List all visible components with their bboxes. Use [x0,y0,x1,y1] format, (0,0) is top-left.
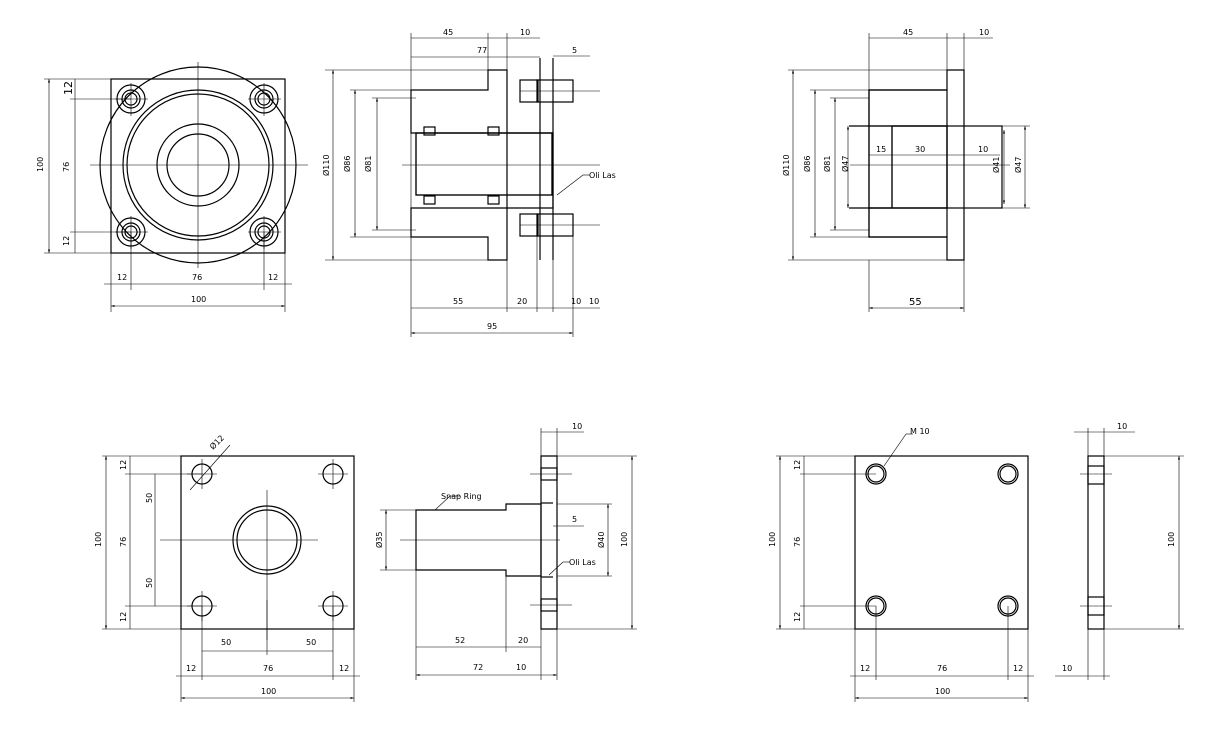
dim-76-h: 76 [192,273,202,282]
dim-76-h: 76 [937,664,947,673]
dim-76-v: 76 [793,537,802,547]
oil-seal-label: Oli Las [569,558,596,567]
view-bottom-front: Ø12 12 50 76 50 12 100 50 50 12 76 12 10… [94,433,360,702]
dim-76-v: 76 [62,162,71,172]
view-top-front: 12 76 12 100 12 76 12 100 [36,62,308,312]
dimensions [1055,428,1184,680]
dia-110: Ø110 [781,154,791,176]
dia-47-right: Ø47 [1013,157,1023,173]
dim-100-h: 100 [935,687,950,696]
dim-12-top: 12 [793,460,802,470]
dim-10-top: 10 [1117,422,1127,431]
view-bottom-plate: M 10 12 76 12 100 12 76 12 100 [768,427,1034,702]
plate-outline [854,455,1029,630]
plate-section [540,455,558,630]
dim-12-right: 12 [268,273,278,282]
dim-10-mid: 10 [978,145,988,154]
dia-81: Ø81 [822,156,832,172]
dia-86: Ø86 [342,156,352,172]
dim-12-left: 12 [860,664,870,673]
dim-12-top: 12 [62,81,75,95]
dim-12-bot: 12 [793,612,802,622]
dim-50-a: 50 [145,493,154,503]
hole-dia-label: Ø12 [207,433,226,452]
dim-15: 15 [876,145,886,154]
bearing-top-right [487,126,500,136]
dim-12-bot: 12 [119,612,128,622]
dim-55: 55 [909,297,922,308]
dim-12-top: 12 [119,460,128,470]
dim-12-left: 12 [186,664,196,673]
view-bottom-plate-side: 10 100 10 [1055,422,1184,680]
dim-100-v: 100 [36,157,45,172]
dim-10-bot: 10 [1062,664,1072,673]
dim-10-bot: 10 [516,663,526,672]
bearing-bot-left [423,195,436,205]
snap-ring-label: Snap Ring [441,492,482,501]
dim-12-right: 12 [339,664,349,673]
dim-76-h: 76 [263,664,273,673]
dimensions [102,444,360,702]
dim-10a: 10 [571,297,581,306]
dia-110: Ø110 [321,154,331,176]
dim-20: 20 [518,636,528,645]
dim-76-v: 76 [119,537,128,547]
dim-45: 45 [903,28,913,37]
dim-10b: 10 [589,297,599,306]
dim-95: 95 [487,322,497,331]
dim-100-v: 100 [94,532,103,547]
dia-47-left: Ø47 [840,156,850,172]
dimensions [380,428,637,680]
dimensions [776,433,1034,702]
dim-50-h-right: 50 [306,638,316,647]
dim-20: 20 [517,297,527,306]
bearing-top-left [423,126,436,136]
dim-12-bot: 12 [62,236,71,246]
dim-10: 10 [979,28,989,37]
shaft-section [415,132,553,196]
plate-outline [180,455,355,630]
dim-30: 30 [915,145,925,154]
dim-77: 77 [477,46,487,55]
dimensions [44,78,292,312]
thread-label: M 10 [910,427,930,436]
dim-100-h: 100 [191,295,206,304]
dim-55: 55 [453,297,463,306]
dim-5: 5 [572,46,577,55]
dim-100-v: 100 [620,532,629,547]
bolt-holes [116,84,279,247]
dim-10-top: 10 [572,422,582,431]
center-lines [90,62,308,268]
view-top-section: 45 10 77 5 Ø110 Ø86 Ø81 Oli Las 55 20 10… [321,28,616,337]
center-lines [160,459,348,640]
dia-86: Ø86 [802,156,812,172]
dim-52: 52 [455,636,465,645]
oil-seal-label: Oli Las [589,171,616,180]
plate-side-section [1087,455,1105,630]
dim-100-h: 100 [261,687,276,696]
dimensions [325,33,600,337]
dim-72: 72 [473,663,483,672]
dia-81: Ø81 [363,156,373,172]
dim-45: 45 [443,28,453,37]
dia-35: Ø35 [374,532,384,548]
dim-5: 5 [572,515,577,524]
dia-41: Ø41 [991,157,1001,173]
dim-50-b: 50 [145,578,154,588]
dia-40: Ø40 [596,532,606,548]
dim-12-right: 12 [1013,664,1023,673]
view-top-right-section: 45 10 Ø110 Ø86 Ø81 Ø47 15 30 10 Ø41 Ø47 … [781,28,1030,312]
dim-100-v: 100 [768,532,777,547]
view-bottom-section: 10 Snap Ring 5 Ø35 Ø40 100 Oli Las 52 20… [374,422,637,680]
dim-12-left: 12 [117,273,127,282]
dimensions [788,33,1030,312]
dim-50-h-left: 50 [221,638,231,647]
dim-10-top: 10 [520,28,530,37]
dim-100-v: 100 [1167,532,1176,547]
bearing-bot-right [487,195,500,205]
